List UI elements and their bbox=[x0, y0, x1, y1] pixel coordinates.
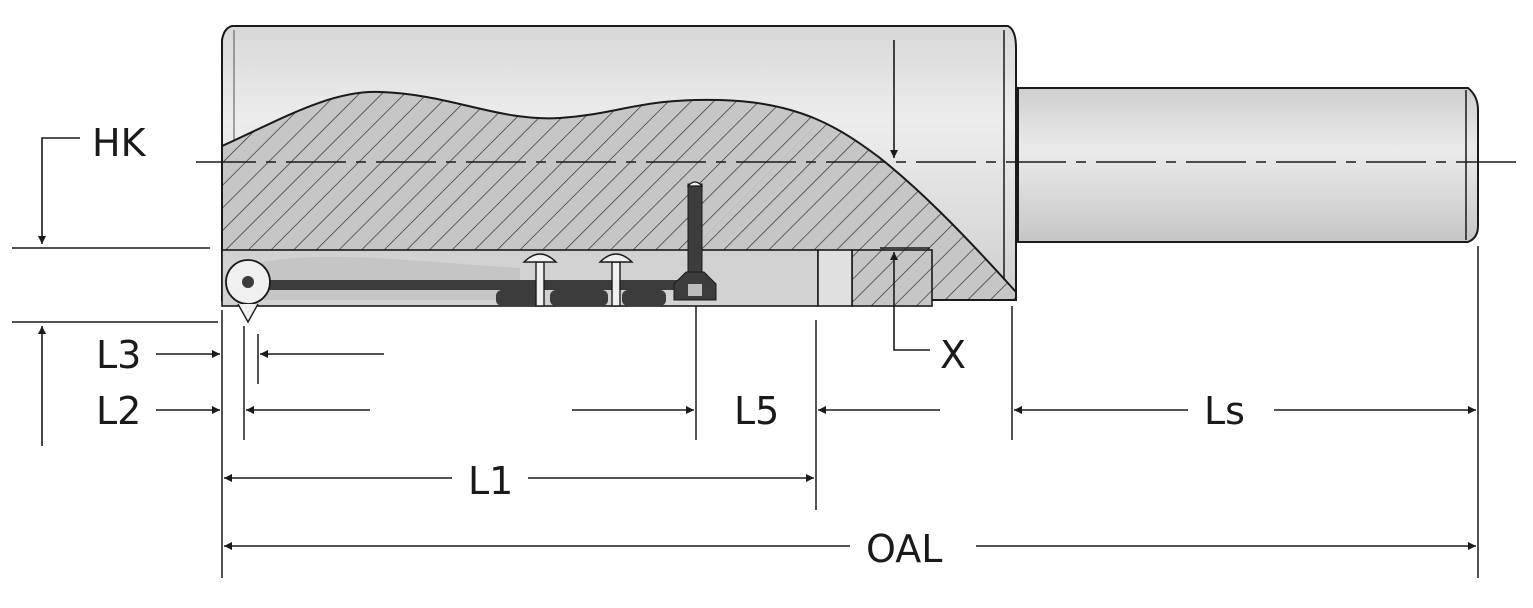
clamp-block-3 bbox=[622, 290, 666, 306]
dim-l1: L1 bbox=[224, 459, 814, 503]
screw-1 bbox=[522, 253, 558, 307]
label-l5: L5 bbox=[734, 389, 779, 433]
dim-oal: OAL bbox=[224, 527, 1476, 571]
dim-l5: L5 bbox=[572, 389, 940, 433]
dim-l3: L3 bbox=[96, 333, 384, 377]
dim-l2: L2 bbox=[96, 389, 370, 433]
shank-outline bbox=[1017, 87, 1479, 243]
label-ls: Ls bbox=[1204, 389, 1245, 433]
clamp-block-1 bbox=[496, 290, 540, 306]
section-hatch bbox=[221, 90, 1017, 301]
extension-lines bbox=[12, 246, 1479, 578]
dim-ls: Ls bbox=[1014, 389, 1476, 433]
cutting-cartridge bbox=[225, 181, 717, 324]
clamp-block-2 bbox=[550, 290, 608, 306]
screw-2 bbox=[598, 253, 634, 307]
shank bbox=[1017, 87, 1479, 243]
adjusting-screw bbox=[673, 181, 717, 301]
label-l2: L2 bbox=[96, 389, 141, 433]
label-x: X bbox=[940, 333, 966, 377]
cutting-insert bbox=[225, 259, 271, 324]
cartridge-bar bbox=[250, 280, 700, 290]
pocket-right bbox=[851, 249, 933, 307]
label-oal: OAL bbox=[866, 527, 942, 571]
label-l3: L3 bbox=[96, 333, 141, 377]
label-l1: L1 bbox=[468, 459, 513, 503]
label-hk: HK bbox=[92, 121, 147, 165]
dim-x: X bbox=[890, 40, 966, 377]
dim-hk: HK bbox=[38, 121, 147, 446]
pocket-gap bbox=[817, 249, 853, 307]
